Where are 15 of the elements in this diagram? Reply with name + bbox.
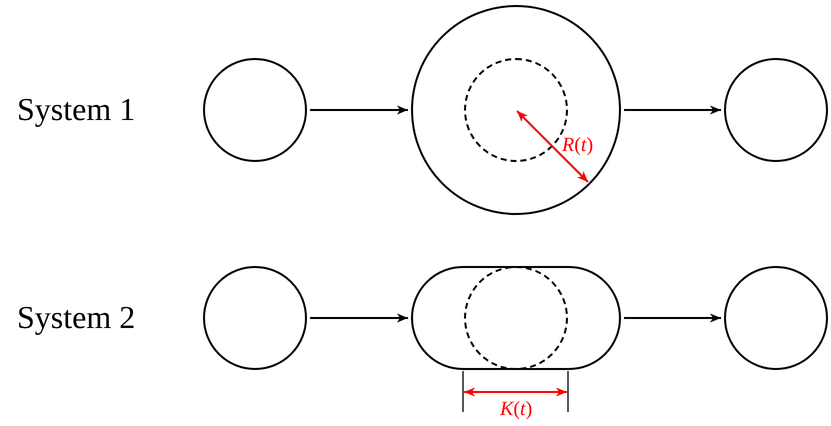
row-label: System 1: [17, 93, 136, 125]
circle: [724, 58, 828, 162]
dimension-label: R(t): [562, 135, 594, 155]
arrow: [310, 314, 408, 322]
stadium-shape: [411, 266, 621, 370]
dashed-circle: [464, 266, 568, 370]
circle: [203, 58, 307, 162]
circle: [724, 266, 828, 370]
circle: [203, 266, 307, 370]
arrow: [310, 106, 408, 114]
arrow: [624, 106, 721, 114]
row-label: System 2: [17, 301, 136, 333]
arrow: [624, 314, 721, 322]
dimension-label: K(t): [500, 399, 532, 419]
large-circle: [411, 5, 621, 215]
